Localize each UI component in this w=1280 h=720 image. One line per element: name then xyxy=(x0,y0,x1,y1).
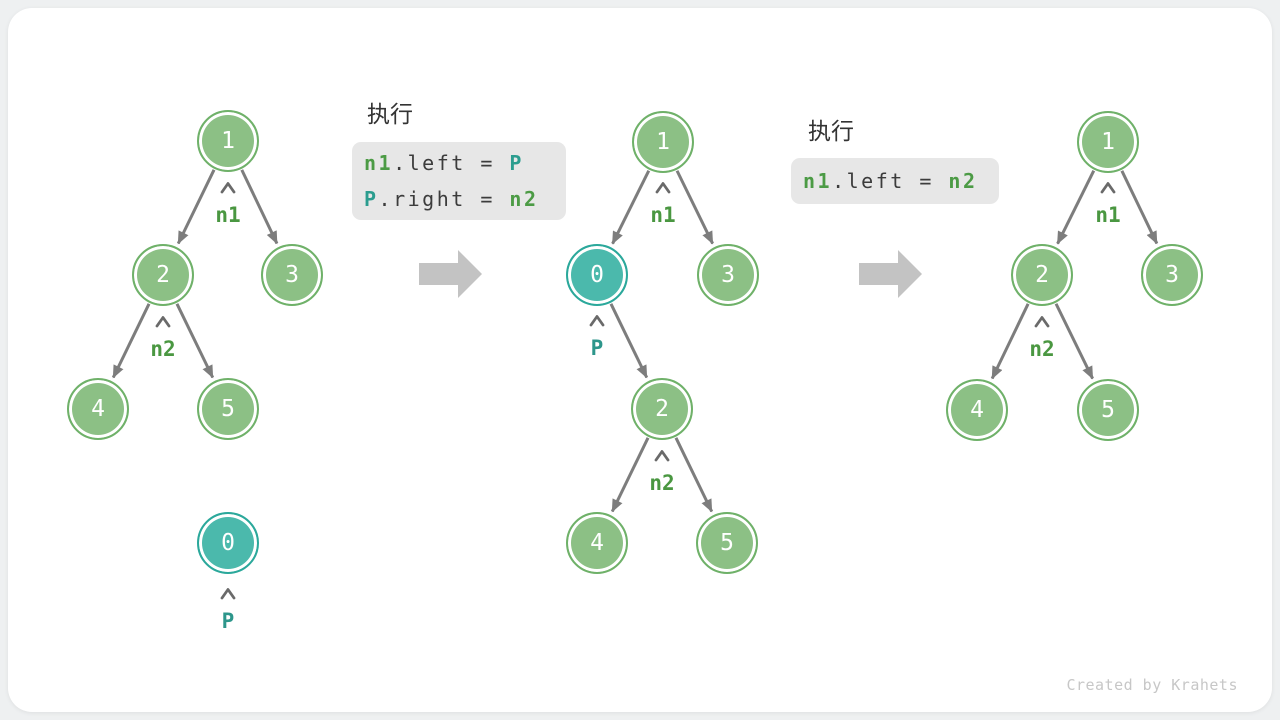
transition-arrow-shape xyxy=(859,250,922,298)
step-heading-2: 执行 xyxy=(808,119,854,145)
transition-arrow-shape xyxy=(419,250,482,298)
pointer-label-n2: n2 xyxy=(150,337,176,361)
node-value: 0 xyxy=(221,530,235,556)
tree-node-5: 5 xyxy=(197,378,259,440)
pointer-label-n1: n1 xyxy=(650,203,676,227)
tree-node-4: 4 xyxy=(946,379,1008,441)
tree-node-2: 2 xyxy=(132,244,194,306)
tree-node-5: 5 xyxy=(1077,379,1139,441)
code-token: .left = xyxy=(393,151,510,175)
transition-arrow-icon-1 xyxy=(419,250,482,298)
pointer-label-P: P xyxy=(221,609,235,633)
node-value: 4 xyxy=(970,397,984,423)
pointer-label-n2: n2 xyxy=(649,471,675,495)
node-value: 4 xyxy=(91,396,105,422)
code-line: n1.left = n2 xyxy=(803,163,987,199)
node-value: 3 xyxy=(1165,262,1179,288)
tree-node-2: 2 xyxy=(631,378,693,440)
pointer-label-P: P xyxy=(590,336,604,360)
code-line: P.right = n2 xyxy=(364,181,554,217)
tree-node-0: 0 xyxy=(197,512,259,574)
tree-node-1: 1 xyxy=(1077,111,1139,173)
pointer-label-n1: n1 xyxy=(215,203,241,227)
node-value: 5 xyxy=(720,530,734,556)
node-value: 3 xyxy=(285,262,299,288)
node-value: 0 xyxy=(590,262,604,288)
code-token: P xyxy=(509,151,524,175)
code-token: .right = xyxy=(378,187,510,211)
tree-node-3: 3 xyxy=(261,244,323,306)
tree-node-1: 1 xyxy=(197,110,259,172)
tree-node-4: 4 xyxy=(566,512,628,574)
pointer-label-n2: n2 xyxy=(1029,337,1055,361)
node-value: 5 xyxy=(221,396,235,422)
node-value: 2 xyxy=(156,262,170,288)
code-token: n1 xyxy=(803,169,833,193)
tree-node-1: 1 xyxy=(632,111,694,173)
code-token: n2 xyxy=(948,169,978,193)
tree-node-2: 2 xyxy=(1011,244,1073,306)
watermark: Created by Krahets xyxy=(1066,676,1238,694)
pointer-label-n1: n1 xyxy=(1095,203,1121,227)
node-value: 3 xyxy=(721,262,735,288)
tree-node-0: 0 xyxy=(566,244,628,306)
code-token: n1 xyxy=(364,151,394,175)
code-token: P xyxy=(364,187,379,211)
code-token: n2 xyxy=(509,187,539,211)
transition-arrow-icon-2 xyxy=(859,250,922,298)
node-value: 2 xyxy=(1035,262,1049,288)
code-token: .left = xyxy=(832,169,949,193)
code-line: n1.left = P xyxy=(364,145,554,181)
step-heading-1: 执行 xyxy=(367,102,413,128)
node-value: 1 xyxy=(221,128,235,154)
tree-node-3: 3 xyxy=(697,244,759,306)
tree-node-4: 4 xyxy=(67,378,129,440)
node-value: 1 xyxy=(1101,129,1115,155)
code-box-2: n1.left = n2 xyxy=(791,158,999,204)
node-value: 2 xyxy=(655,396,669,422)
node-value: 1 xyxy=(656,129,670,155)
tree-node-3: 3 xyxy=(1141,244,1203,306)
tree-node-5: 5 xyxy=(696,512,758,574)
node-value: 4 xyxy=(590,530,604,556)
node-value: 5 xyxy=(1101,397,1115,423)
